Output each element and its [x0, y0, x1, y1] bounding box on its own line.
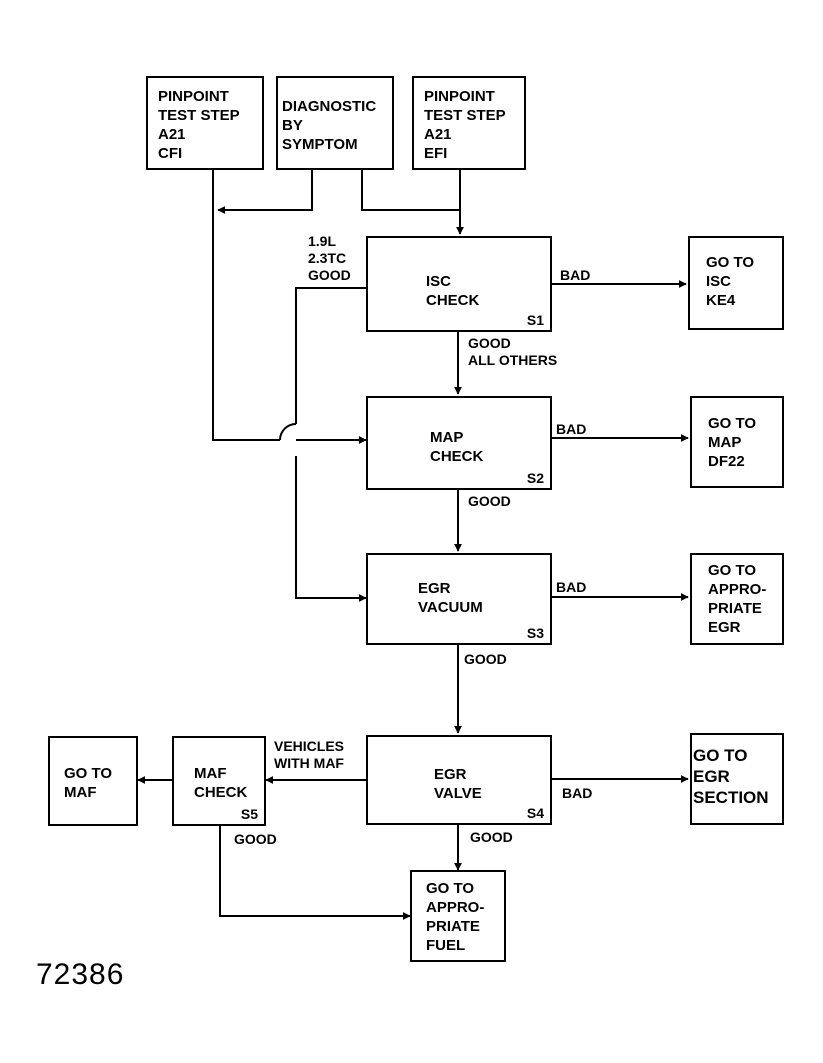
map-step-number: S2: [526, 470, 544, 486]
maf-step-number: S5: [240, 806, 258, 822]
diagnostic-to-isc-line: [361, 170, 460, 211]
goto-egr-box: GO TO APPRO- PRIATE EGR: [690, 553, 784, 645]
egr-valve-box: EGR VALVE S4: [366, 735, 552, 825]
cfi-feed-line: [212, 170, 280, 441]
isc-good-others-label: GOOD ALL OTHERS: [468, 335, 558, 368]
bypass-lower-line: [295, 456, 367, 602]
egr-vacuum-text: EGR VACUUM: [418, 580, 483, 616]
egr-valve-bad-label: BAD: [562, 785, 593, 801]
goto-egr-section-box: GO TO EGR SECTION: [690, 733, 784, 825]
pinpoint-efi-text: PINPOINT TEST STEP A21 EFI: [424, 88, 506, 162]
goto-isc-text: GO TO ISC KE4: [706, 254, 755, 309]
egr-vacuum-bad-label: BAD: [556, 579, 587, 595]
isc-check-text: ISC CHECK: [426, 273, 480, 309]
figure-number: 72386: [36, 958, 125, 991]
egr-valve-text: EGR VALVE: [434, 766, 482, 802]
maf-good-to-fuel-line: [219, 826, 411, 920]
pinpoint-cfi-text: PINPOINT TEST STEP A21 CFI: [158, 88, 240, 162]
egr-valve-step-number: S4: [526, 805, 544, 821]
egr-vacuum-step-number: S3: [526, 625, 544, 641]
diagnostic-by-symptom-box: DIAGNOSTIC BY SYMPTOM: [276, 76, 394, 170]
diagnostic-by-symptom-text: DIAGNOSTIC BY SYMPTOM: [282, 98, 377, 153]
goto-fuel-box: GO TO APPRO- PRIATE FUEL: [410, 870, 506, 962]
map-check-box: MAP CHECK S2: [366, 396, 552, 490]
line-crossover-hop: [279, 423, 297, 441]
pinpoint-cfi-box: PINPOINT TEST STEP A21 CFI: [146, 76, 264, 170]
goto-fuel-text: GO TO APPRO- PRIATE FUEL: [426, 880, 485, 954]
goto-maf-text: GO TO MAF: [64, 765, 113, 801]
isc-check-box: ISC CHECK S1: [366, 236, 552, 332]
diagnostic-to-cfi-line: [217, 170, 313, 214]
egr-vacuum-good-label: GOOD: [464, 651, 507, 667]
goto-egr-section-text: GO TO EGR SECTION: [693, 746, 769, 807]
isc-step-number: S1: [526, 312, 544, 328]
isc-good-bypass-line: [295, 287, 366, 424]
map-bad-label: BAD: [556, 421, 587, 437]
maf-check-box: MAF CHECK S5: [172, 736, 266, 826]
egr-valve-good-label: GOOD: [470, 829, 513, 845]
map-check-text: MAP CHECK: [430, 429, 484, 465]
goto-map-box: GO TO MAP DF22: [690, 396, 784, 488]
maf-good-label: GOOD: [234, 831, 277, 847]
map-good-label: GOOD: [468, 493, 511, 509]
isc-bad-label: BAD: [560, 267, 591, 283]
pinpoint-efi-box: PINPOINT TEST STEP A21 EFI: [412, 76, 526, 170]
isc-good-engines-label: 1.9L 2.3TC GOOD: [308, 233, 351, 283]
goto-egr-text: GO TO APPRO- PRIATE EGR: [708, 562, 767, 636]
goto-isc-box: GO TO ISC KE4: [688, 236, 784, 330]
egr-vacuum-box: EGR VACUUM S3: [366, 553, 552, 645]
goto-map-text: GO TO MAP DF22: [708, 415, 757, 470]
vehicles-with-maf-label: VEHICLES WITH MAF: [274, 738, 345, 771]
maf-check-text: MAF CHECK: [194, 765, 248, 801]
goto-maf-box: GO TO MAF: [48, 736, 138, 826]
